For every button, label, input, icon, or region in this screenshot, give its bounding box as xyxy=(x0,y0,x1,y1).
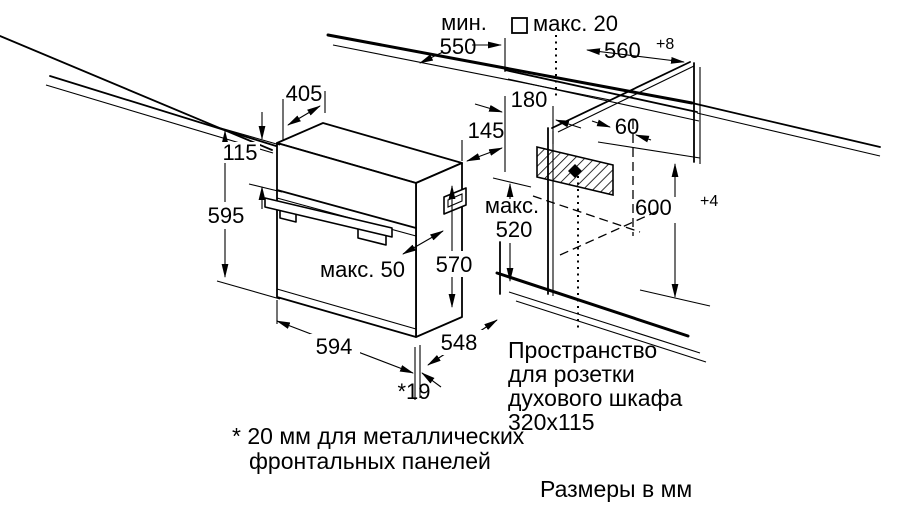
dim-line-50 xyxy=(402,230,444,255)
dim-arrow-180-left xyxy=(474,103,503,113)
dim-socket-edge-gap: 60 xyxy=(615,114,639,139)
ext-115 xyxy=(248,183,283,193)
label-bg-548 xyxy=(434,330,484,355)
dim-top-recess-depth: 405 xyxy=(286,81,323,106)
dim-arrow-550-left xyxy=(419,51,444,64)
footnote-line1: * 20 мм для металлических xyxy=(232,423,525,449)
socket-note-line2: для розетки xyxy=(508,361,635,387)
dim-oven-total-depth: 548 xyxy=(441,330,478,355)
dim-niche-width-tolerance: +8 xyxy=(656,36,674,53)
dim-niche-height: 600 xyxy=(635,195,672,220)
dim-worktop-depth-label: мин. xyxy=(441,10,487,35)
counter-cutout-side-edge xyxy=(551,61,691,129)
label-bg-594 xyxy=(310,334,360,359)
niche-structure xyxy=(495,38,711,363)
dim-arrow-180-right xyxy=(555,119,582,129)
ext-520-top xyxy=(492,177,532,188)
control-panel-bottom-edge xyxy=(276,189,417,229)
dim-niche-depth: 520 xyxy=(496,217,533,242)
right-counter-edge xyxy=(691,102,881,148)
dim-arrow-60-right xyxy=(635,134,652,143)
label-bg-570 xyxy=(431,251,477,277)
rear-gap-square-symbol xyxy=(511,17,528,34)
door-handle xyxy=(264,197,393,238)
dim-oven-width: 594 xyxy=(316,334,353,359)
dim-arrow-19 xyxy=(421,372,442,388)
dim-top-recess-width: 145 xyxy=(468,118,505,143)
dim-niche-depth-label: макс. xyxy=(485,193,539,218)
dimension-labels: мин. 550 макс. 20 560 +8 405 115 595 180… xyxy=(208,10,719,404)
socket-space xyxy=(536,35,614,328)
dim-oven-body-depth: 570 xyxy=(436,252,473,277)
label-bg-595 xyxy=(202,202,250,229)
dim-niche-width: 560 xyxy=(604,38,641,63)
dim-panel-height: 115 xyxy=(222,140,257,165)
socket-note-line1: Пространство xyxy=(508,337,657,363)
units-note: Размеры в мм xyxy=(540,476,692,502)
ext-595-bottom xyxy=(216,280,281,300)
socket-note-line3: духового шкафа xyxy=(508,385,683,411)
counter-cutout-side-edge-2 xyxy=(557,65,695,133)
niche-bottom-band-2 xyxy=(515,300,707,363)
annotation-texts: Пространство для розетки духового шкафа … xyxy=(232,337,692,502)
dim-door-projection: макс. 50 xyxy=(320,257,405,282)
hidden-niche-depth-edge xyxy=(559,209,661,256)
socket-center-marker xyxy=(568,164,582,178)
oven-side-face xyxy=(415,162,463,338)
dim-line-560 xyxy=(586,48,685,64)
wall-back-edge xyxy=(326,33,694,105)
dim-niche-height-tolerance: +4 xyxy=(700,193,718,210)
dim-line-145 xyxy=(466,147,503,162)
dim-rear-gap: макс. 20 xyxy=(533,11,618,36)
left-counter-front-edge-2 xyxy=(45,84,274,154)
footnote-line2: фронтальных панелей xyxy=(249,448,491,474)
dim-front-panel-gap: *19 xyxy=(397,379,430,404)
oven-front-face xyxy=(276,142,417,338)
side-vent-inner xyxy=(447,193,463,208)
dim-worktop-depth: 550 xyxy=(440,34,477,59)
hidden-niche-back-edge xyxy=(532,195,641,233)
label-bg-115 xyxy=(221,142,260,163)
right-counter-edge-2 xyxy=(696,112,881,157)
niche-bottom-band-1 xyxy=(508,291,701,354)
dim-socket-offset: 180 xyxy=(511,87,548,112)
niche-top-right-reference xyxy=(597,141,701,159)
niche-top-front-edge-2 xyxy=(507,78,700,122)
oven xyxy=(264,122,467,338)
dim-oven-height: 595 xyxy=(208,203,245,228)
dim-line-405 xyxy=(287,105,321,126)
niche-top-front-edge xyxy=(504,69,698,113)
niche-bottom-right-reference xyxy=(639,289,711,307)
niche-bottom-front-edge xyxy=(495,271,690,338)
socket-note-line4: 320x115 xyxy=(508,409,595,435)
left-counter-front-edge xyxy=(49,75,277,147)
dim-arrow-60-left xyxy=(591,119,611,128)
